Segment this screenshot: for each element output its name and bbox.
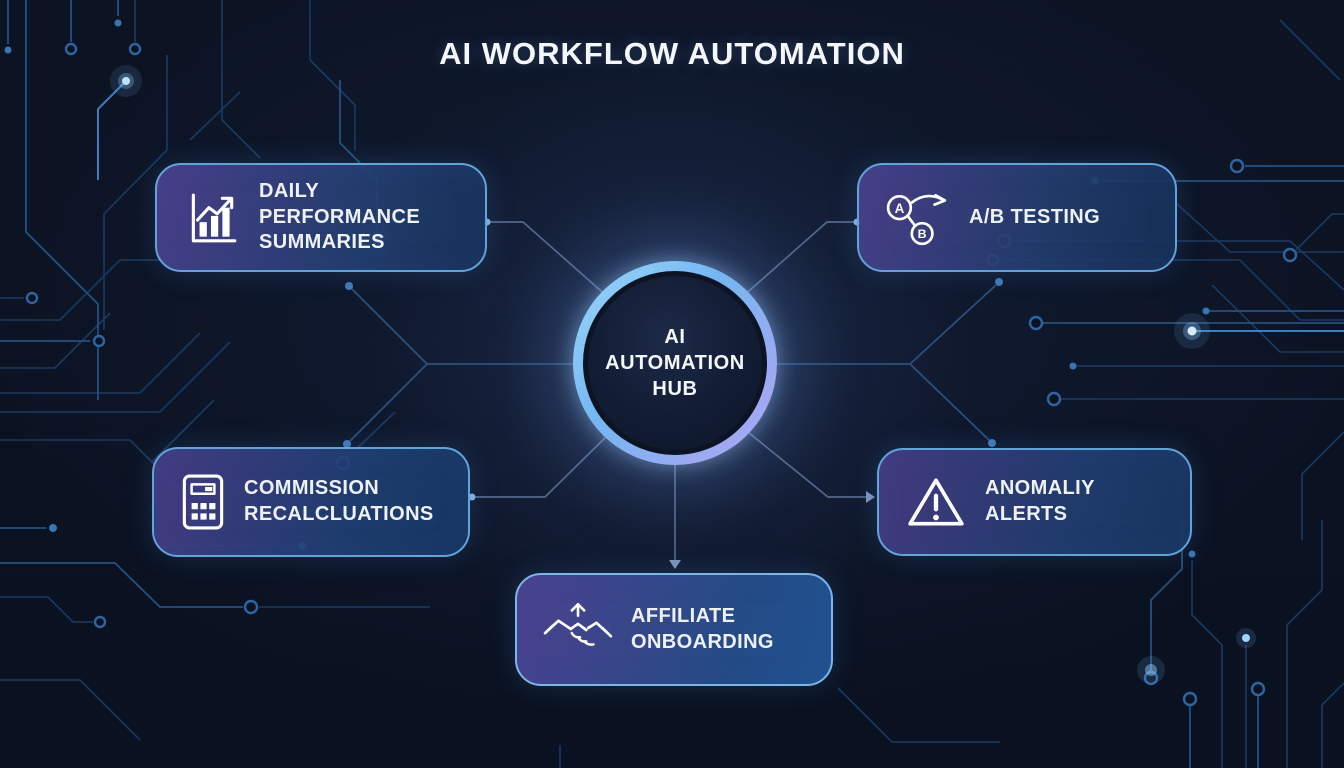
calculator-icon [182, 474, 224, 530]
node-daily-performance-summaries: DAILY PERFORMANCE SUMMARIES [155, 163, 487, 272]
node-label: AFFILIATE ONBOARDING [631, 604, 774, 653]
node-label: ANOMALIY ALERTS [985, 477, 1095, 525]
fork-right [775, 284, 997, 441]
bar-chart-trend-icon [191, 193, 237, 242]
node-label: COMMISSION RECALCLUATIONS [244, 477, 434, 525]
node-commission-recalculations: COMMISSION RECALCLUATIONS [152, 447, 470, 557]
ab-split-icon: A B [886, 193, 947, 245]
connector-hub-anomaly [742, 427, 872, 498]
svg-text:A: A [895, 200, 905, 215]
arrowhead-affiliate [669, 560, 681, 569]
connector-hub-ab [740, 221, 857, 299]
connector-hub-daily [487, 221, 610, 299]
fork-left [349, 288, 575, 442]
connector-hub-commission [470, 430, 613, 498]
hub-ai-automation: AI AUTOMATION HUB [573, 261, 777, 465]
hub-inner-circle: AI AUTOMATION HUB [583, 271, 767, 455]
warning-triangle-icon [908, 478, 964, 526]
node-affiliate-onboarding: AFFILIATE ONBOARDING [515, 573, 833, 686]
node-ab-testing: A B A/B TESTING [857, 163, 1177, 272]
page-title: AI WORKFLOW AUTOMATION [439, 36, 905, 71]
hub-label: AI AUTOMATION HUB [605, 326, 745, 400]
arrowhead-anomaly [866, 491, 875, 503]
svg-text:B: B [918, 227, 927, 241]
handshake-up-arrow-icon [543, 602, 613, 646]
node-label: DAILY PERFORMANCE SUMMARIES [259, 180, 421, 254]
node-label: A/B TESTING [969, 205, 1101, 228]
node-anomaly-alerts: ANOMALIY ALERTS [877, 448, 1192, 556]
